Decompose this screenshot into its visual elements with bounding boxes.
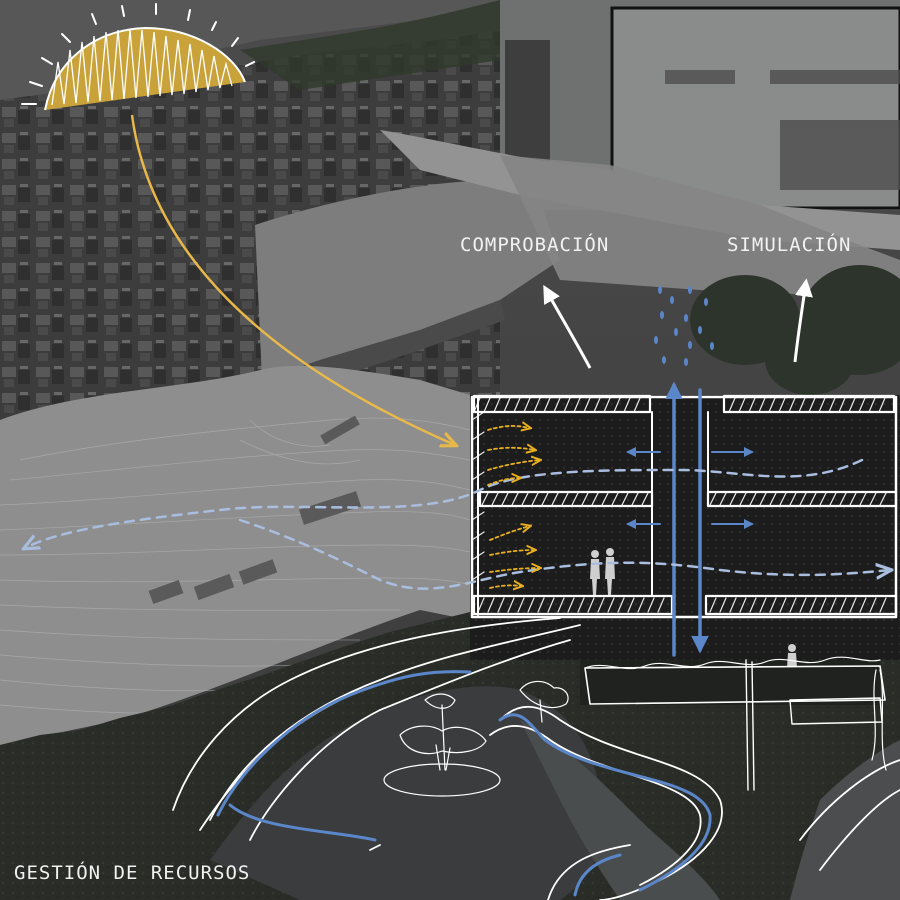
label-simulacion: SIMULACIÓN	[727, 234, 852, 256]
label-comprobacion: COMPROBACIÓN	[460, 234, 610, 256]
simulacion-arrow	[793, 278, 813, 363]
section-sketch	[172, 394, 900, 900]
comprobacion-arrow	[543, 284, 592, 369]
sun-ray-arrow	[130, 114, 455, 445]
heat-arrows	[487, 426, 540, 588]
label-gestion-de-recursos: GESTIÓN DE RECURSOS	[14, 862, 251, 884]
water-flow-lines	[216, 381, 754, 897]
rain-drops	[654, 286, 714, 366]
airflow-lines	[25, 458, 890, 590]
sun-icon	[21, 3, 255, 111]
